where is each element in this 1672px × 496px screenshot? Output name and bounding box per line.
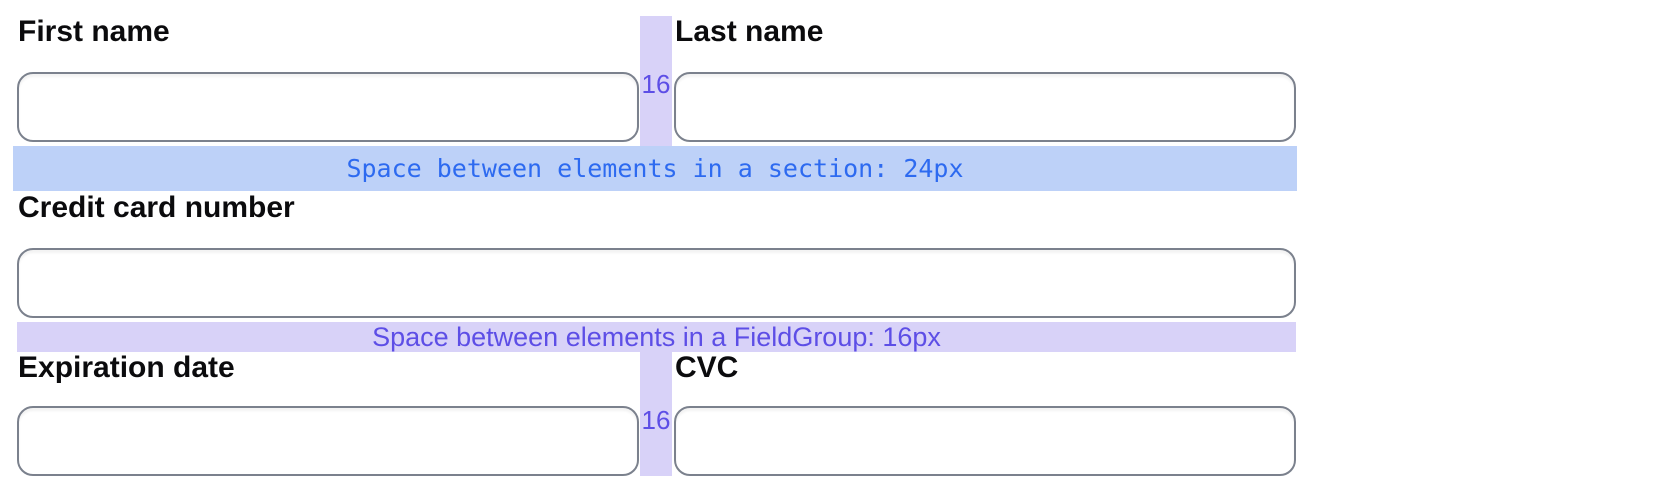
credit-card-number-label: Credit card number xyxy=(18,191,295,224)
expiration-date-input[interactable] xyxy=(17,406,639,476)
last-name-input[interactable] xyxy=(674,72,1296,142)
column-gap-highlight-top xyxy=(640,16,672,146)
fieldgroup-gap-highlight: Space between elements in a FieldGroup: … xyxy=(17,322,1296,352)
fieldgroup-gap-annotation: Space between elements in a FieldGroup: … xyxy=(372,321,941,352)
first-name-label: First name xyxy=(18,15,170,48)
last-name-label: Last name xyxy=(675,15,824,48)
column-gap-size-label-top: 16 xyxy=(641,69,671,99)
cvc-label: CVC xyxy=(675,351,739,384)
column-gap-size-label-bottom: 16 xyxy=(641,405,671,435)
cvc-input[interactable] xyxy=(674,406,1296,476)
column-gap-highlight-bottom xyxy=(640,352,672,476)
credit-card-number-input[interactable] xyxy=(17,248,1296,318)
section-gap-highlight: Space between elements in a section: 24p… xyxy=(13,146,1297,191)
first-name-input[interactable] xyxy=(17,72,639,142)
section-gap-annotation: Space between elements in a section: 24p… xyxy=(346,154,964,183)
expiration-date-label: Expiration date xyxy=(18,351,235,384)
